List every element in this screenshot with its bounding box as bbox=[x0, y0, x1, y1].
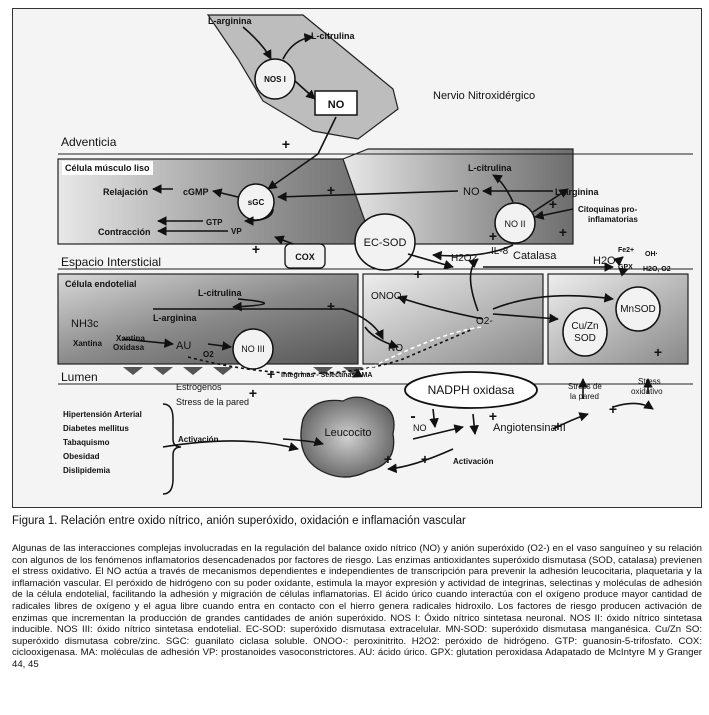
label-mnsod: MnSOD bbox=[620, 304, 656, 315]
label-oh: OH· bbox=[645, 251, 658, 258]
nos2-circle bbox=[494, 202, 536, 244]
label-vp: VP bbox=[231, 227, 242, 236]
plus-sign: + bbox=[559, 224, 567, 240]
label-l-arginina-mid: L-arginina bbox=[555, 187, 599, 197]
plus-sign: + bbox=[267, 366, 275, 382]
label-l-citrulina-endo: L-citrulina bbox=[198, 288, 242, 298]
plus-sign: + bbox=[414, 266, 422, 282]
label-adventicia: Adventicia bbox=[61, 135, 117, 149]
plus-sign: + bbox=[327, 182, 335, 198]
label-no-endo: NO bbox=[388, 343, 403, 354]
figure-caption: Figura 1. Relación entre oxido nítrico, … bbox=[12, 515, 466, 527]
label-xantina-ox1: Xantina bbox=[116, 334, 145, 343]
plus-sign: + bbox=[249, 385, 257, 401]
risk-factor-item: Tabaquismo bbox=[63, 438, 110, 447]
label-stress-ox1: Stress bbox=[638, 377, 661, 386]
label-espacio: Espacio Intersticial bbox=[61, 255, 161, 269]
label-il8: IL-8 bbox=[491, 246, 509, 257]
label-citoquinas1: Citoquinas pro- bbox=[578, 205, 637, 214]
label-onoo: ONOO- bbox=[371, 291, 405, 302]
label-h2o: H2O bbox=[593, 255, 616, 267]
label-cgmp: cGMP bbox=[183, 187, 209, 197]
label-no-bottom: NO bbox=[413, 423, 427, 433]
label-cox: COX bbox=[295, 252, 315, 262]
cuzn-ellipse bbox=[562, 307, 608, 357]
plus-sign: + bbox=[549, 196, 557, 212]
risk-factor-item: Obesidad bbox=[63, 452, 100, 461]
label-cuzn1: Cu/Zn bbox=[571, 321, 598, 332]
label-sgc: sGC bbox=[248, 198, 265, 207]
endothelial-box-left bbox=[57, 273, 359, 365]
risk-factor-item: Dislipidemia bbox=[63, 466, 111, 475]
minus-sign: - bbox=[410, 408, 415, 425]
label-nadph: NADPH oxidasa bbox=[428, 383, 515, 397]
no-top-box bbox=[314, 90, 358, 116]
plus-sign: + bbox=[282, 136, 290, 152]
label-contraccion: Contracción bbox=[98, 227, 151, 237]
risk-bracket bbox=[162, 403, 182, 495]
label-activacion2: Activación bbox=[453, 457, 494, 466]
label-celula-endo: Célula endotelial bbox=[65, 279, 137, 289]
label-estrogenos: Estrógenos bbox=[176, 382, 222, 392]
label-stress-ox2: oxidativo bbox=[631, 387, 663, 396]
label-nos1: NOS I bbox=[264, 75, 286, 84]
label-relajacion: Relajación bbox=[103, 187, 148, 197]
label-integrinas: Integrinas - Selectinas - MA bbox=[281, 372, 372, 379]
plus-sign: + bbox=[489, 228, 497, 244]
label-gtp: GTP bbox=[206, 218, 223, 227]
label-l-citrulina-mid: L-citrulina bbox=[468, 163, 512, 173]
label-no-mid: NO bbox=[463, 186, 480, 198]
label-nos2: NO II bbox=[504, 219, 525, 229]
ec-sod-ellipse bbox=[354, 213, 416, 271]
figure-description: Algunas de las interacciones complejas i… bbox=[12, 543, 702, 670]
plus-sign: + bbox=[252, 241, 260, 257]
label-celula-musculo: Célula músculo liso bbox=[65, 163, 150, 173]
plus-sign: + bbox=[327, 298, 335, 314]
label-nervio: Nervio Nitroxidérgico bbox=[433, 90, 535, 102]
label-catalasa: Catalasa bbox=[513, 250, 557, 262]
endothelial-box-mid bbox=[362, 273, 544, 365]
label-angiotensina: Angiotensina II bbox=[493, 422, 566, 434]
label-xantina: Xantina bbox=[73, 339, 102, 348]
plus-sign: + bbox=[489, 408, 497, 424]
plus-sign: + bbox=[421, 451, 429, 467]
mnsod-circle bbox=[615, 286, 661, 332]
nadph-ellipse bbox=[404, 371, 538, 409]
label-au: AU bbox=[176, 340, 191, 352]
plus-sign: + bbox=[654, 344, 662, 360]
label-lumen: Lumen bbox=[61, 370, 98, 384]
label-h2o-o2: H2O, O2 bbox=[643, 266, 671, 273]
label-h2o2: H2O2 bbox=[451, 253, 478, 264]
label-l-citrulina-top: L-citrulina bbox=[311, 31, 355, 41]
plus-sign: + bbox=[384, 451, 392, 467]
cox-box bbox=[284, 243, 326, 269]
nerve-shape bbox=[206, 14, 399, 140]
label-o2-small: O2 bbox=[203, 350, 214, 359]
plus-sign: + bbox=[554, 418, 562, 434]
risk-factor-item: Diabetes mellitus bbox=[63, 424, 129, 433]
label-xantina-ox2: Oxidasa bbox=[113, 343, 145, 352]
label-stress-pared2a: Stress de bbox=[568, 382, 602, 391]
label-gpx: GPX bbox=[618, 264, 633, 271]
label-o2-rad: O2- bbox=[476, 316, 493, 327]
label-stress-pared2b: la pared bbox=[570, 392, 599, 401]
label-no-top: NO bbox=[328, 99, 345, 111]
label-nh3c: NH3c bbox=[71, 318, 99, 330]
plus-sign: + bbox=[609, 401, 617, 417]
risk-factor-item: Hipertensión Arterial bbox=[63, 410, 142, 419]
label-l-arginina-top: L-arginina bbox=[208, 16, 252, 26]
label-cuzn2: SOD bbox=[574, 333, 596, 344]
label-fe: Fe2+ bbox=[618, 247, 634, 254]
label-nos3: NO III bbox=[241, 344, 265, 354]
label-activacion1: Activación bbox=[178, 435, 219, 444]
label-citoquinas2: inflamatorias bbox=[588, 215, 638, 224]
nos1-circle bbox=[254, 58, 296, 100]
leucocyte-shape bbox=[300, 396, 395, 478]
label-leucocito: Leucocito bbox=[324, 427, 371, 439]
label-stress-pared: Stress de la pared bbox=[176, 397, 249, 407]
label-l-arginina-endo: L-arginina bbox=[153, 313, 197, 323]
label-ec-sod: EC-SOD bbox=[364, 237, 407, 249]
